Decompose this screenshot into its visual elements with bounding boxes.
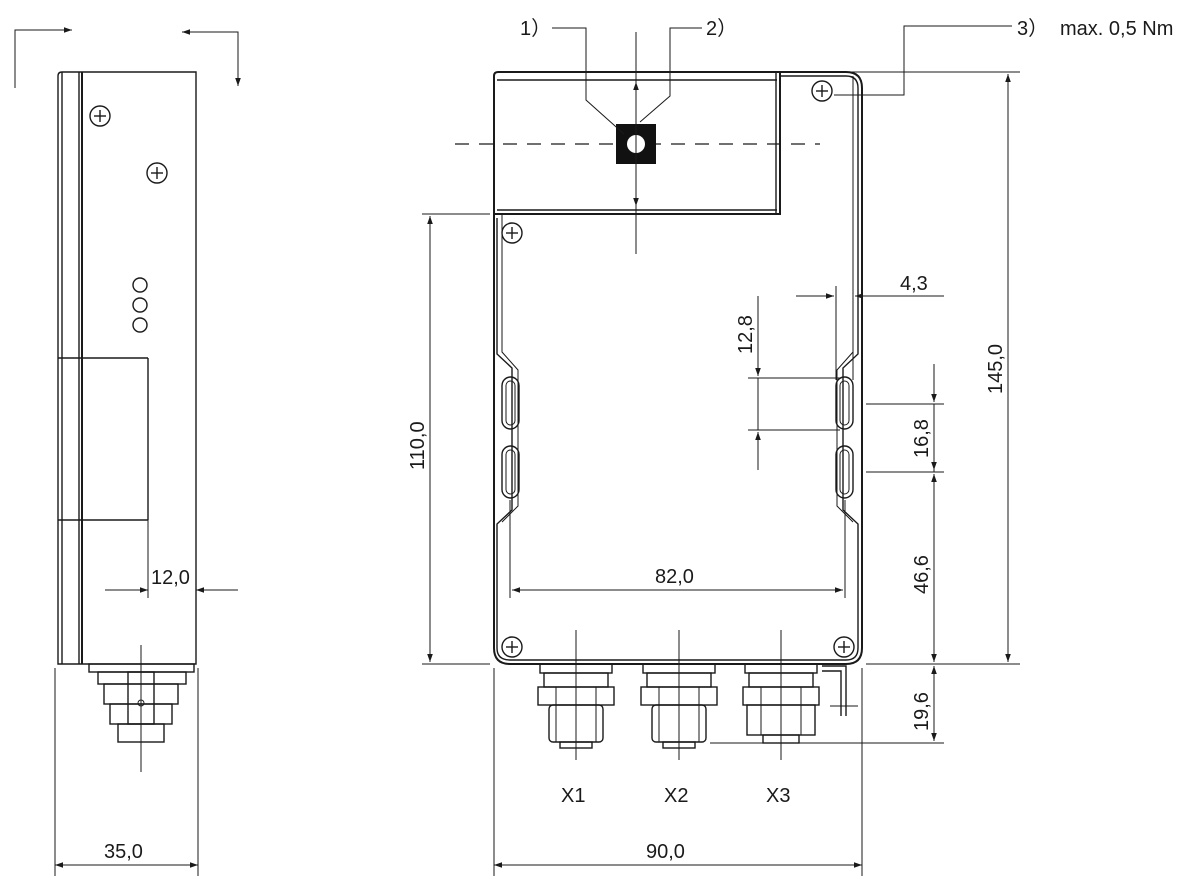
dimension-label: 46,6 [911,555,933,594]
dimension-label: 82,0 [655,566,694,588]
dimension-label: 110,0 [407,421,429,470]
callout-3: 3） max. 0,5 Nm [834,17,1173,96]
screw-icon [501,222,523,244]
callout-label: 1） [520,17,551,40]
dimension-lower-height: 110,0 [407,213,490,665]
screw-icon [89,105,111,127]
dimension-label: 16,8 [911,419,933,458]
dimension-label: 35,0 [104,841,143,863]
mounting-slot-left-upper [501,376,520,430]
callout-1: 1） [520,17,625,135]
connector-x3: X3 [742,630,820,807]
side-connector [88,645,195,772]
dimension-label: 4,3 [900,273,928,295]
front-housing [493,71,863,665]
callout-label: 2） [706,17,737,40]
dimension-label: 12,0 [151,567,190,589]
sensor-target-icon [455,32,820,254]
connector-label: X3 [766,785,790,807]
dimension-side-offset: 12,0 [105,520,238,598]
dimension-total-height: 145,0 [848,71,1020,665]
callout-label: 3） [1017,17,1048,40]
dimension-label: 145,0 [985,344,1007,394]
side-view: 12,0 35,0 [14,27,241,876]
led-indicator-icon [132,277,148,333]
screw-icon [501,636,523,658]
dimension-label: 19,6 [911,692,933,731]
connector-x2: X2 [640,630,718,807]
ground-tab-icon [822,665,858,716]
dimension-label: 90,0 [646,841,685,863]
dimension-label: 12,8 [735,315,757,354]
dimension-connector-depth: 19,6 [911,666,937,741]
connector-label: X2 [664,785,688,807]
dimension-slot-pitch: 16,8 [866,364,944,473]
view-direction-marker-left [14,27,72,88]
connector-label: X1 [561,785,585,807]
callout-2: 2） [639,17,737,123]
dimension-front-width: 90,0 [493,668,863,876]
front-view: 1） 2） 3） max. 0,5 Nm X1 [407,17,1173,876]
mounting-slot-left-lower [501,445,520,499]
mounting-slot-right-lower [835,445,854,499]
screw-icon [811,80,833,102]
mounting-slot-right-upper [835,376,854,430]
screw-icon [833,636,855,658]
dimension-slot-bottom: 46,6 [911,474,937,662]
side-housing [57,71,197,665]
torque-note: max. 0,5 Nm [1060,18,1173,40]
view-direction-marker-right [182,29,241,86]
screw-icon [146,162,168,184]
dimension-side-width: 35,0 [54,668,199,876]
connector-x1: X1 [537,630,615,807]
dimension-hole-spacing: 82,0 [509,500,846,598]
dimension-slot-offset: 4,3 [796,273,944,380]
dimension-slot-length: 12,8 [735,296,840,470]
